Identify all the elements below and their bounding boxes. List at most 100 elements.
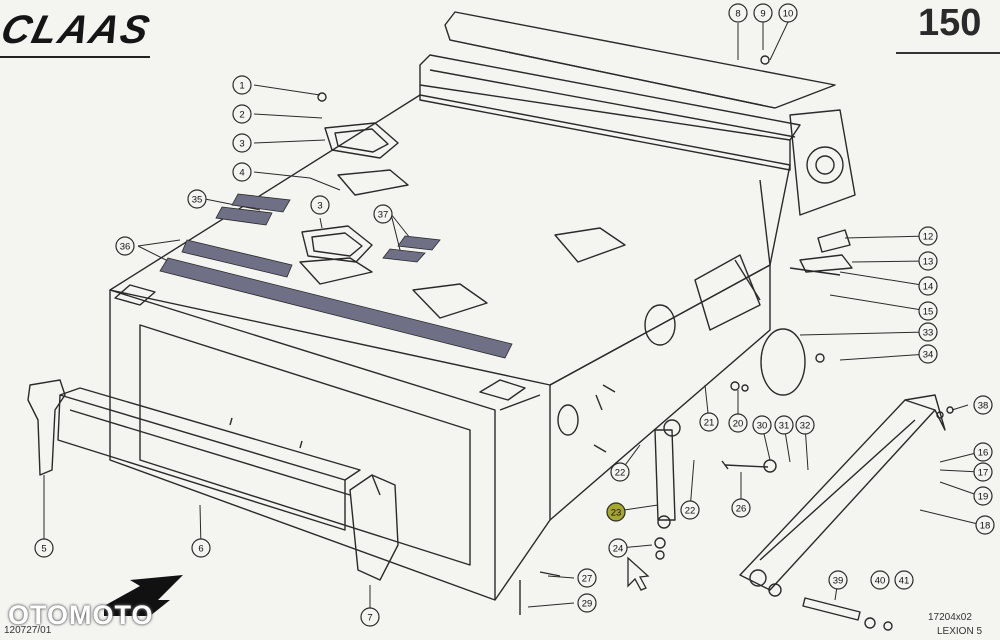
callout-23: 23 [606,502,626,522]
callout-label: 3 [317,201,322,212]
front-cross-beam [57,387,361,531]
right-end-housing [789,109,856,216]
callout-22: 22 [610,462,630,482]
page-number: 150 [918,2,982,44]
callout-label: 26 [736,504,747,515]
callout-label: 6 [198,544,203,555]
callout-3: 3 [232,133,252,153]
callout-7: 7 [360,607,380,627]
callout-label: 24 [613,544,624,555]
callout-label: 35 [192,195,203,206]
callout-label: 39 [833,576,844,587]
callout-circle [115,236,135,256]
callout-16: 16 [973,442,993,462]
callout-label: 41 [899,576,910,587]
callout-circle [577,593,597,613]
callout-label: 14 [923,282,934,293]
callout-3: 3 [310,195,330,215]
callout-29: 29 [577,593,597,613]
callout-circle [894,570,914,590]
callout-22: 22 [680,500,700,520]
callout-label: 12 [923,232,934,243]
pin-part [802,597,861,621]
gasket-frames [301,122,399,263]
callout-17: 17 [973,462,993,482]
callout-26: 26 [731,498,751,518]
callout-label: 30 [757,421,768,432]
callout-circle [232,75,252,95]
callout-circle [918,344,938,364]
callout-label: 13 [923,257,934,268]
callout-label: 22 [615,468,626,479]
footer-left-code: 120727/01 [4,625,52,636]
callout-8: 8 [728,3,748,23]
callout-9: 9 [753,3,773,23]
callout-circle [870,570,890,590]
left-bracket [27,379,66,476]
hydraulic-cylinder [654,419,681,529]
callout-label: 27 [582,574,593,585]
cursor-arrow-icon [627,556,650,591]
callout-27: 27 [577,568,597,588]
callout-circle [232,133,252,153]
footer-model: LEXION 5 [937,626,983,637]
main-body-top [109,94,791,386]
callout-circle [187,189,207,209]
callout-label: 4 [239,168,244,179]
callout-35: 35 [187,189,207,209]
callout-38: 38 [973,395,993,415]
callout-21: 21 [699,412,719,432]
callout-circle [373,204,393,224]
side-bracket-plate [694,254,761,331]
callout-label: 22 [685,506,696,517]
callout-circle [918,251,938,271]
callout-circle [360,607,380,627]
callout-label: 19 [978,492,989,503]
callout-circle [795,415,815,435]
bolt-part [721,460,769,470]
direction-arrow-icon [104,575,183,616]
callout-20: 20 [728,413,748,433]
callout-circle [728,413,748,433]
callout-40: 40 [870,570,890,590]
callout-label: 15 [923,307,934,318]
watermark-logo: OTOMOTO [8,600,154,630]
page-number-underline [896,52,1000,54]
round-cover-plate [760,328,806,396]
callout-circle [973,486,993,506]
callout-circle [973,395,993,415]
callout-36: 36 [115,236,135,256]
center-bracket [349,474,399,581]
upper-rail-beam [419,54,801,171]
footer-right-code: 17204x02 [928,612,972,623]
callout-circle [828,570,848,590]
callout-19: 19 [973,486,993,506]
callout-label: 1 [239,81,244,92]
callout-circle [606,502,626,522]
callout-label: 31 [779,421,790,432]
callout-circle [774,415,794,435]
callout-circle [232,162,252,182]
callout-circle [973,442,993,462]
callout-label: 38 [978,401,989,412]
callout-33: 33 [918,322,938,342]
callout-1: 1 [232,75,252,95]
callout-31: 31 [774,415,794,435]
callout-circle [34,538,54,558]
callout-circle [918,276,938,296]
clip-parts [789,229,853,276]
callout-18: 18 [975,515,995,535]
callout-circle [752,415,772,435]
callout-6: 6 [191,538,211,558]
callout-circle [608,538,628,558]
callout-label: 18 [980,521,991,532]
callout-circle [973,462,993,482]
callout-circle [191,538,211,558]
front-frame [109,284,551,601]
callout-circle [728,3,748,23]
callout-30: 30 [752,415,772,435]
callout-circle [610,462,630,482]
callout-label: 21 [704,418,715,429]
